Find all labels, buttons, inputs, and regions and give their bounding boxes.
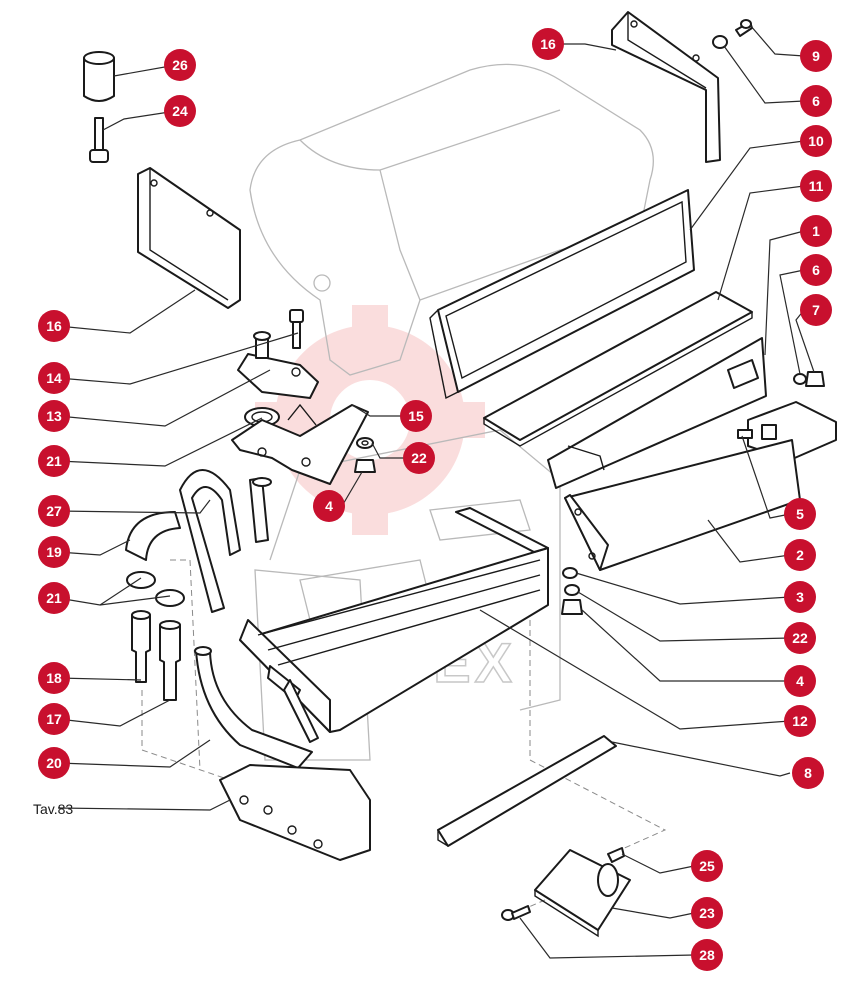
svg-text:10: 10 bbox=[808, 133, 824, 149]
leader-lines bbox=[57, 24, 815, 959]
svg-text:22: 22 bbox=[792, 630, 808, 646]
callout-4-mid: 4 bbox=[784, 665, 816, 697]
part-bracket-right bbox=[611, 11, 721, 163]
svg-text:23: 23 bbox=[699, 905, 715, 921]
part-washer-nut-right bbox=[793, 371, 825, 387]
part-cover-plate bbox=[547, 337, 767, 489]
callout-10: 10 bbox=[800, 125, 832, 157]
callouts: 26 24 16 14 13 21 27 19 21 18 17 20 16 9… bbox=[38, 28, 832, 971]
svg-text:12: 12 bbox=[792, 713, 808, 729]
svg-text:4: 4 bbox=[796, 673, 804, 689]
svg-text:19: 19 bbox=[46, 544, 62, 560]
callout-1: 1 bbox=[800, 215, 832, 247]
svg-text:9: 9 bbox=[812, 48, 820, 64]
part-bracket-plate bbox=[231, 403, 369, 485]
svg-text:7: 7 bbox=[812, 302, 820, 318]
svg-text:28: 28 bbox=[699, 947, 715, 963]
part-filter-frame bbox=[429, 189, 695, 400]
part-clamps-bottom bbox=[126, 571, 185, 607]
callout-19: 19 bbox=[38, 536, 70, 568]
part-valve bbox=[237, 331, 319, 399]
callout-2: 2 bbox=[784, 539, 816, 571]
callout-11: 11 bbox=[800, 170, 832, 202]
part-block bbox=[501, 847, 631, 938]
callout-18: 18 bbox=[38, 662, 70, 694]
part-hoses bbox=[125, 469, 313, 769]
callout-21-top: 21 bbox=[38, 445, 70, 477]
callout-15: 15 bbox=[400, 400, 432, 432]
callout-5: 5 bbox=[784, 498, 816, 530]
callout-24: 24 bbox=[164, 95, 196, 127]
reference-label: Tav.83 bbox=[33, 801, 73, 817]
part-mount-plate bbox=[219, 764, 371, 861]
svg-text:25: 25 bbox=[699, 858, 715, 874]
callout-13: 13 bbox=[38, 400, 70, 432]
part-bar bbox=[437, 735, 617, 847]
svg-text:2: 2 bbox=[796, 547, 804, 563]
callout-20: 20 bbox=[38, 747, 70, 779]
callout-16-left: 16 bbox=[38, 310, 70, 342]
svg-text:21: 21 bbox=[46, 453, 62, 469]
svg-text:20: 20 bbox=[46, 755, 62, 771]
svg-text:14: 14 bbox=[46, 370, 62, 386]
svg-text:13: 13 bbox=[46, 408, 62, 424]
callout-16-right: 16 bbox=[532, 28, 564, 60]
callout-21-bottom: 21 bbox=[38, 582, 70, 614]
svg-text:26: 26 bbox=[172, 57, 188, 73]
part-bracket-left bbox=[137, 167, 241, 309]
callout-14: 14 bbox=[38, 362, 70, 394]
part-connectors bbox=[131, 610, 181, 701]
svg-text:1: 1 bbox=[812, 223, 820, 239]
svg-text:11: 11 bbox=[809, 178, 824, 194]
callout-26: 26 bbox=[164, 49, 196, 81]
callout-22-mid: 22 bbox=[784, 622, 816, 654]
part-screw-14 bbox=[289, 309, 304, 349]
part-screw-24 bbox=[89, 117, 109, 163]
callout-8: 8 bbox=[792, 757, 824, 789]
part-filter-pad bbox=[483, 291, 753, 447]
callout-25: 25 bbox=[691, 850, 723, 882]
callout-22-top: 22 bbox=[403, 442, 435, 474]
part-screw-washer-top bbox=[712, 19, 753, 49]
svg-text:24: 24 bbox=[172, 103, 188, 119]
svg-text:16: 16 bbox=[540, 36, 556, 52]
svg-text:15: 15 bbox=[408, 408, 424, 424]
part-washer-nut-top bbox=[354, 437, 376, 473]
svg-text:4: 4 bbox=[325, 498, 333, 514]
callout-3: 3 bbox=[784, 581, 816, 613]
part-heater-core bbox=[239, 507, 549, 743]
callout-7: 7 bbox=[800, 294, 832, 326]
svg-text:17: 17 bbox=[46, 711, 62, 727]
svg-text:6: 6 bbox=[812, 93, 820, 109]
svg-text:18: 18 bbox=[46, 670, 62, 686]
callout-9: 9 bbox=[800, 40, 832, 72]
svg-text:8: 8 bbox=[804, 765, 812, 781]
svg-text:27: 27 bbox=[46, 503, 62, 519]
callout-27: 27 bbox=[38, 495, 70, 527]
callout-6-top: 6 bbox=[800, 85, 832, 117]
svg-text:6: 6 bbox=[812, 262, 820, 278]
svg-text:21: 21 bbox=[46, 590, 62, 606]
part-washers-nut-mid bbox=[561, 567, 583, 615]
callout-23: 23 bbox=[691, 897, 723, 929]
svg-text:3: 3 bbox=[796, 589, 804, 605]
svg-text:22: 22 bbox=[411, 450, 427, 466]
callout-17: 17 bbox=[38, 703, 70, 735]
callout-12: 12 bbox=[784, 705, 816, 737]
svg-text:5: 5 bbox=[796, 506, 804, 522]
part-cap bbox=[83, 51, 115, 102]
callout-4-top: 4 bbox=[313, 490, 345, 522]
callout-28: 28 bbox=[691, 939, 723, 971]
callout-6-right: 6 bbox=[800, 254, 832, 286]
svg-text:16: 16 bbox=[46, 318, 62, 334]
